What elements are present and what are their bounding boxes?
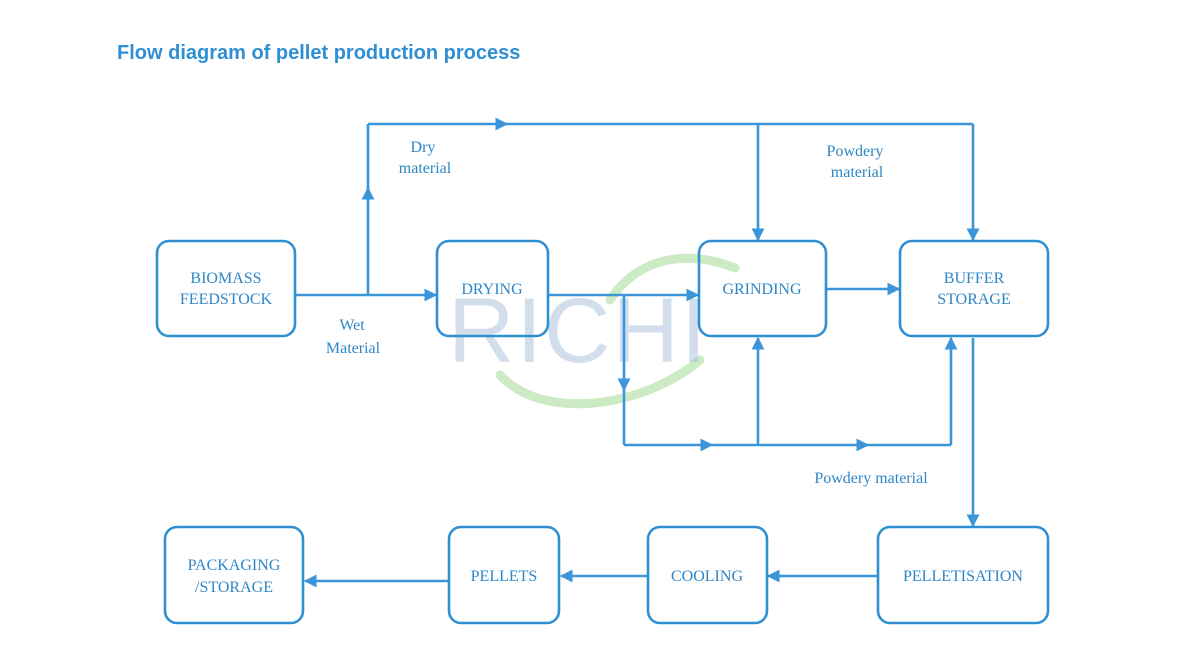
svg-text:BUFFER: BUFFER [944, 270, 1005, 287]
edge-label-powdery-material-bottom: Powdery material [814, 470, 928, 487]
node-pellets: PELLETS [447, 525, 561, 625]
svg-text:COOLING: COOLING [671, 568, 743, 585]
flow-arrows [296, 117, 980, 588]
svg-text:Material: Material [326, 340, 381, 357]
svg-text:Dry: Dry [411, 139, 436, 156]
svg-text:GRINDING: GRINDING [722, 281, 802, 298]
node-grinding: GRINDING [697, 239, 828, 338]
edge-label-powdery-material-top: Powdery material [827, 143, 884, 181]
svg-text:BIOMASS: BIOMASS [190, 270, 261, 287]
svg-text:Powdery: Powdery [827, 143, 884, 160]
node-drying: DRYING [435, 239, 550, 338]
node-biomass-feedstock: BIOMASS FEEDSTOCK [155, 239, 297, 338]
svg-text:FEEDSTOCK: FEEDSTOCK [180, 291, 273, 308]
edge-label-wet-material: Wet Material [326, 317, 381, 357]
watermark-logo: RICHI [448, 253, 740, 409]
diagram-title: Flow diagram of pellet production proces… [117, 42, 521, 64]
svg-text:PELLETISATION: PELLETISATION [903, 568, 1023, 585]
svg-text:DRYING: DRYING [461, 281, 523, 298]
node-pelletisation: PELLETISATION [876, 525, 1050, 625]
svg-text:material: material [399, 160, 452, 177]
edge-label-dry-material: Dry material [399, 139, 452, 177]
svg-text:PACKAGING: PACKAGING [188, 557, 281, 574]
svg-text:STORAGE: STORAGE [937, 291, 1011, 308]
node-packaging-storage: PACKAGING /STORAGE [163, 525, 305, 625]
svg-text:Powdery material: Powdery material [814, 470, 928, 487]
svg-text:/STORAGE: /STORAGE [195, 579, 273, 596]
watermark-text: RICHI [448, 280, 708, 382]
svg-text:Wet: Wet [339, 317, 365, 334]
node-cooling: COOLING [646, 525, 769, 625]
svg-text:material: material [831, 164, 884, 181]
svg-text:PELLETS: PELLETS [471, 568, 538, 585]
node-buffer-storage: BUFFER STORAGE [898, 239, 1050, 338]
